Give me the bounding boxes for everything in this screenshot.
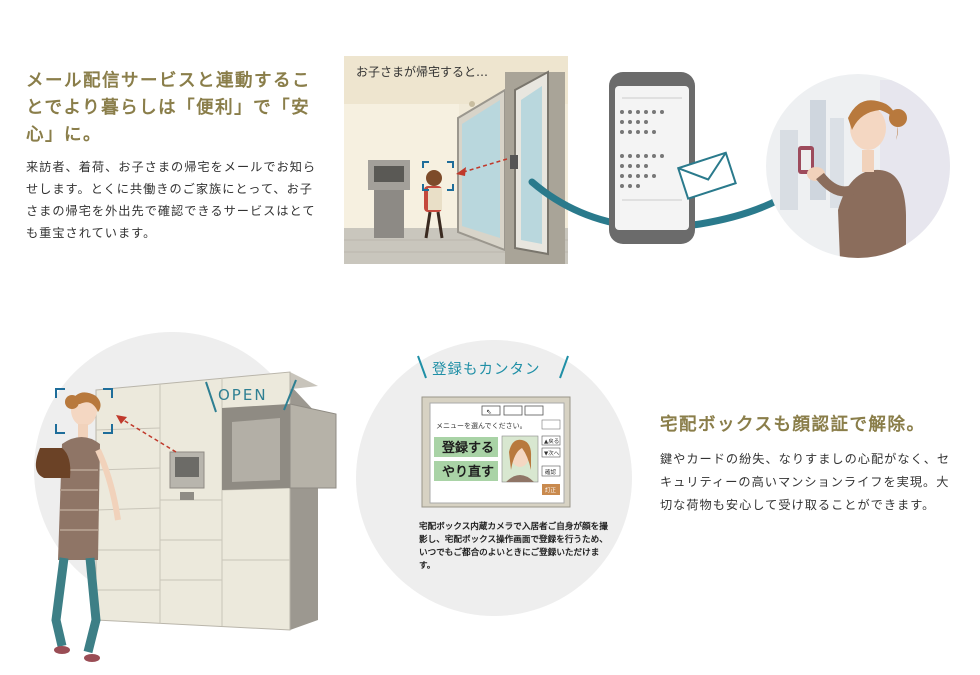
registration-caption: 宅配ボックス内蔵カメラで入居者ご自身が顔を撮影し、宅配ボックス操作画面で登録を行… [419,522,608,571]
redo-button[interactable]: やり直す [442,464,494,480]
delivery-box-illustration: OPEN [34,332,337,631]
register-button[interactable]: 登録する [441,440,494,456]
woman-at-locker-illustration [35,388,121,662]
menu-instruction: メニューを選んでください。 [436,421,527,430]
box-body: 鍵やカードの紛失、なりすましの心配がなく、セキュリティーの高いマンションライフを… [660,452,951,512]
smartphone-illustration [609,72,695,244]
correct-button[interactable]: 訂正 [545,486,557,494]
back-arrow-icon: ⇖ [486,408,492,416]
confirm-button[interactable]: 確認 [545,468,557,476]
register-easy-label: 登録もカンタン [432,361,541,378]
down-button[interactable]: ▼次へ [544,449,560,457]
entrance-scene-illustration: お子さまが帰宅すると… [344,56,568,264]
registration-panel: 登録もカンタン ⇖ メニューを選んでください。 登録する やり直す ▲戻る ▼次… [356,340,632,616]
woman-with-phone-illustration [766,74,950,258]
box-heading: 宅配ボックスも顔認証で解除。 [660,415,926,435]
mail-envelope-icon [676,151,737,200]
open-label: OPEN [218,386,268,404]
up-button[interactable]: ▲戻る [544,437,559,445]
scene-label: お子さまが帰宅すると… [356,64,488,79]
mail-heading: メール配信サービスと連動することでより暮らしは「便利」で「安心」に。 [26,71,311,145]
mail-body: 来訪者、着荷、お子さまの帰宅をメールでお知らせします。とくに共働きのご家族にとっ… [26,160,317,240]
